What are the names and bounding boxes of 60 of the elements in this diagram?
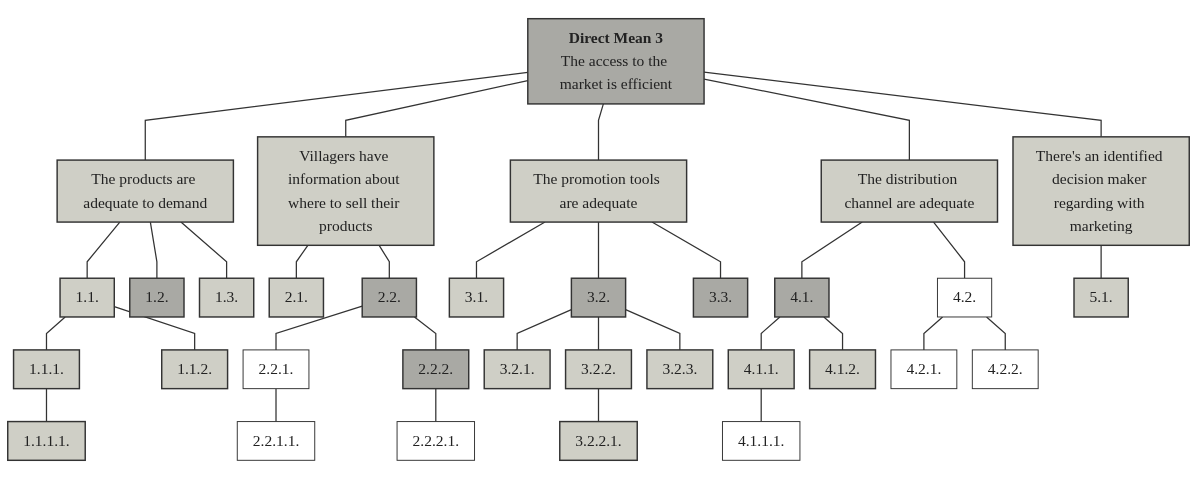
connector bbox=[597, 103, 604, 161]
node-box: 4.1.1.1. bbox=[721, 421, 801, 461]
connector bbox=[760, 388, 762, 423]
node-box: 4.1.1. bbox=[727, 349, 795, 390]
node-box: 2.2.2.1. bbox=[396, 421, 476, 461]
node-box: 2.2.2. bbox=[402, 349, 470, 390]
node-box: Villagers have information about where to sell their products bbox=[256, 136, 435, 247]
node-box: 2.2.1. bbox=[242, 349, 310, 390]
node-box: 3.2. bbox=[570, 277, 627, 318]
connector bbox=[45, 388, 48, 423]
node-box: 5.1. bbox=[1073, 277, 1129, 318]
node-box: 2.2. bbox=[361, 277, 418, 318]
connector bbox=[275, 388, 277, 423]
connector bbox=[45, 316, 66, 351]
connector bbox=[475, 221, 546, 279]
node-box: The products are adequate to demand bbox=[56, 159, 235, 223]
connector bbox=[625, 308, 681, 351]
node-box: The distribution channel are adequate bbox=[820, 159, 999, 223]
connector bbox=[295, 244, 309, 279]
node-box: 1.1. bbox=[59, 277, 115, 318]
node-box: 3.1. bbox=[448, 277, 505, 318]
node-box: 3.2.2. bbox=[564, 349, 633, 390]
node-box: 4.2. bbox=[936, 277, 993, 318]
connector bbox=[932, 221, 966, 279]
connector bbox=[516, 308, 572, 351]
connector bbox=[378, 244, 390, 279]
node-box: 1.1.1.1. bbox=[7, 420, 86, 462]
node-box: 4.2.2. bbox=[971, 349, 1039, 390]
connector bbox=[985, 316, 1006, 351]
node-box: 3.2.2.1. bbox=[559, 420, 638, 462]
node-box: 3.2.1. bbox=[483, 349, 551, 390]
node-box: 1.1.2. bbox=[161, 349, 229, 390]
node-box: There's an identified decision maker regarding with marketing bbox=[1012, 136, 1190, 247]
node-box: The promotion tools are adequate bbox=[509, 159, 688, 223]
connector bbox=[597, 388, 600, 423]
node-box: 4.1. bbox=[774, 277, 830, 318]
connector bbox=[86, 221, 121, 279]
node-box: 1.1.1. bbox=[12, 349, 81, 390]
connector bbox=[651, 221, 722, 279]
connector bbox=[435, 388, 437, 423]
connector bbox=[760, 316, 781, 351]
connector bbox=[180, 221, 228, 279]
node-box: 3.3. bbox=[692, 277, 749, 318]
node-box: 2.1. bbox=[268, 277, 325, 318]
node-box: 3.2.3. bbox=[646, 349, 714, 390]
connector bbox=[275, 305, 363, 351]
connector bbox=[823, 316, 844, 351]
node-box: Direct Mean 3 The access to the market is efficient bbox=[527, 17, 705, 105]
node-box: 1.3. bbox=[198, 277, 255, 318]
connector bbox=[597, 316, 600, 351]
connector bbox=[597, 221, 600, 279]
node-box: 2.2.1.1. bbox=[236, 421, 316, 461]
connector bbox=[1100, 244, 1102, 279]
connector bbox=[801, 221, 863, 279]
node-box: 4.2.1. bbox=[890, 349, 958, 390]
node-box: 1.2. bbox=[129, 277, 185, 318]
node-box: 4.1.2. bbox=[808, 349, 877, 390]
connector bbox=[413, 316, 437, 351]
connector bbox=[149, 221, 158, 279]
connector bbox=[923, 316, 944, 351]
